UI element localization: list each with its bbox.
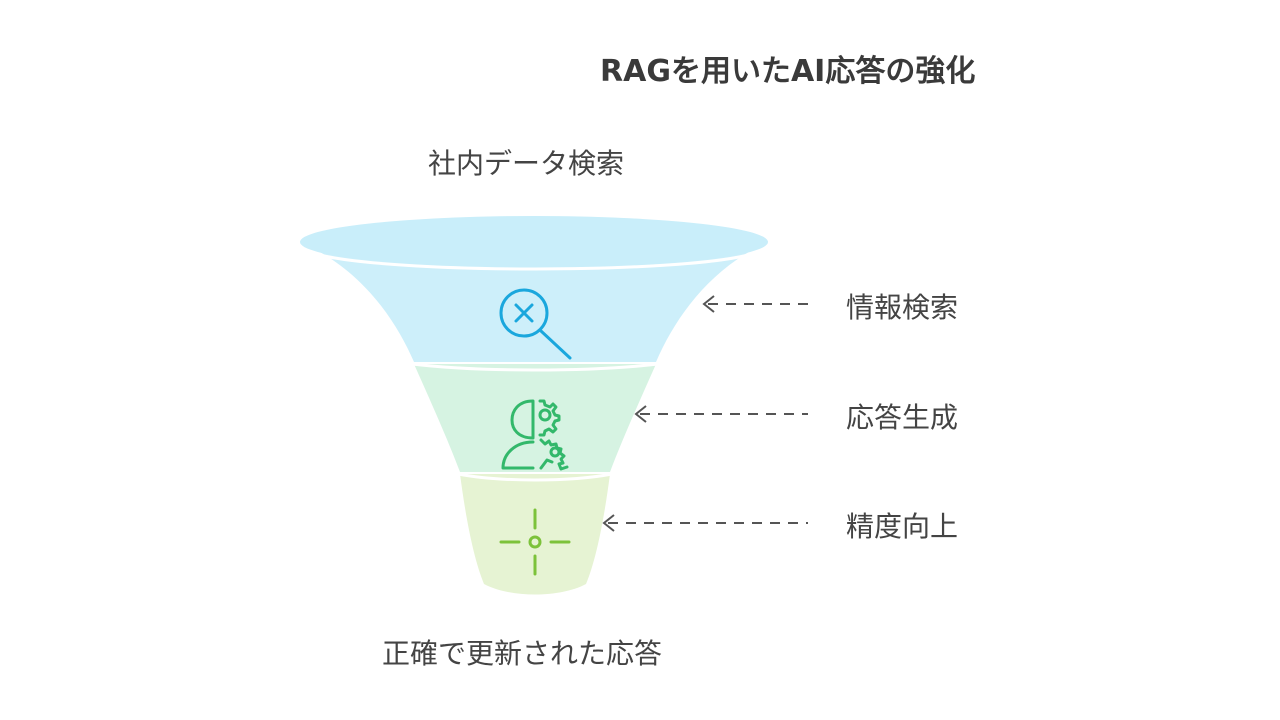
stage-label-accuracy-improvement: 精度向上: [846, 510, 959, 543]
stage-label-response-generation: 応答生成: [846, 401, 959, 434]
funnel-input-label: 社内データ検索: [428, 147, 625, 180]
diagram-title: RAGを用いたAI応答の強化: [600, 54, 976, 89]
funnel-stage-2: [414, 364, 656, 472]
funnel-output-label: 正確で更新された応答: [382, 637, 663, 670]
stage-label-info-retrieval: 情報検索: [846, 291, 959, 324]
funnel-separator-1: [411, 362, 659, 372]
funnel-stage-3: [460, 474, 610, 595]
funnel-stage-1: [300, 242, 768, 362]
funnel-rim: [300, 216, 768, 268]
search-x-icon: [499, 288, 572, 360]
crosshair-icon: [499, 508, 571, 576]
arrow-accuracy-improvement: [602, 514, 808, 532]
funnel-rim-inner-edge: [315, 252, 753, 271]
arrow-info-retrieval: [702, 295, 808, 313]
arrow-response-generation: [634, 405, 808, 423]
funnel-separator-2: [457, 472, 613, 482]
ai-head-gears-icon: [501, 399, 569, 471]
